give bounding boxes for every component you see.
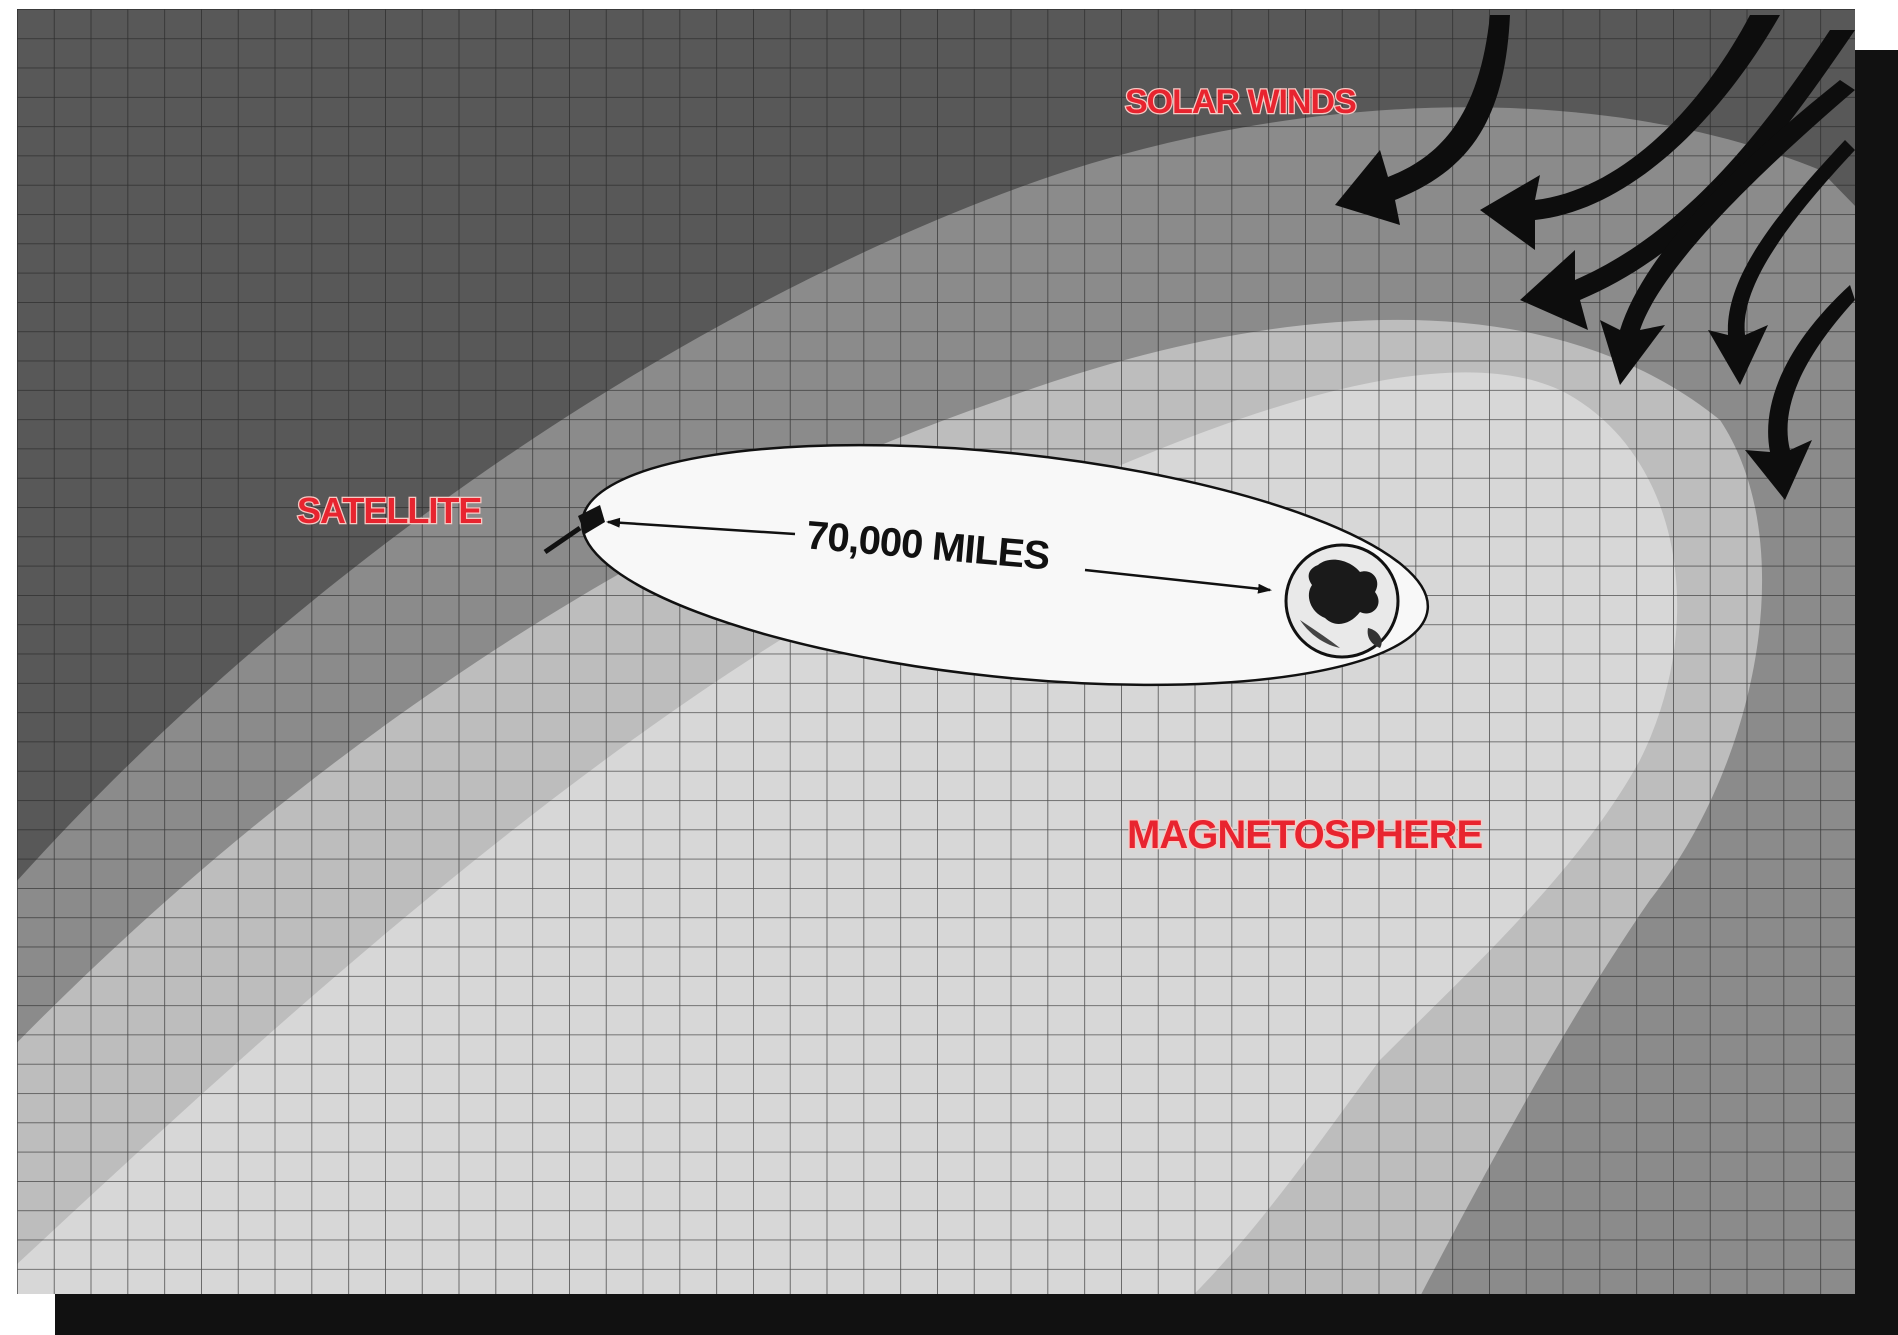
satellite-label: SATELLITE (297, 490, 481, 531)
magnetosphere-label: MAGNETOSPHERE (1127, 813, 1483, 857)
right-edge-border (1855, 50, 1898, 1335)
earth-icon (1286, 545, 1398, 657)
solar-winds-label: SOLAR WINDS (1125, 83, 1356, 121)
panel: SOLAR WINDS SATELLITE 70,000 MILES MAGNE… (0, 9, 1898, 1335)
